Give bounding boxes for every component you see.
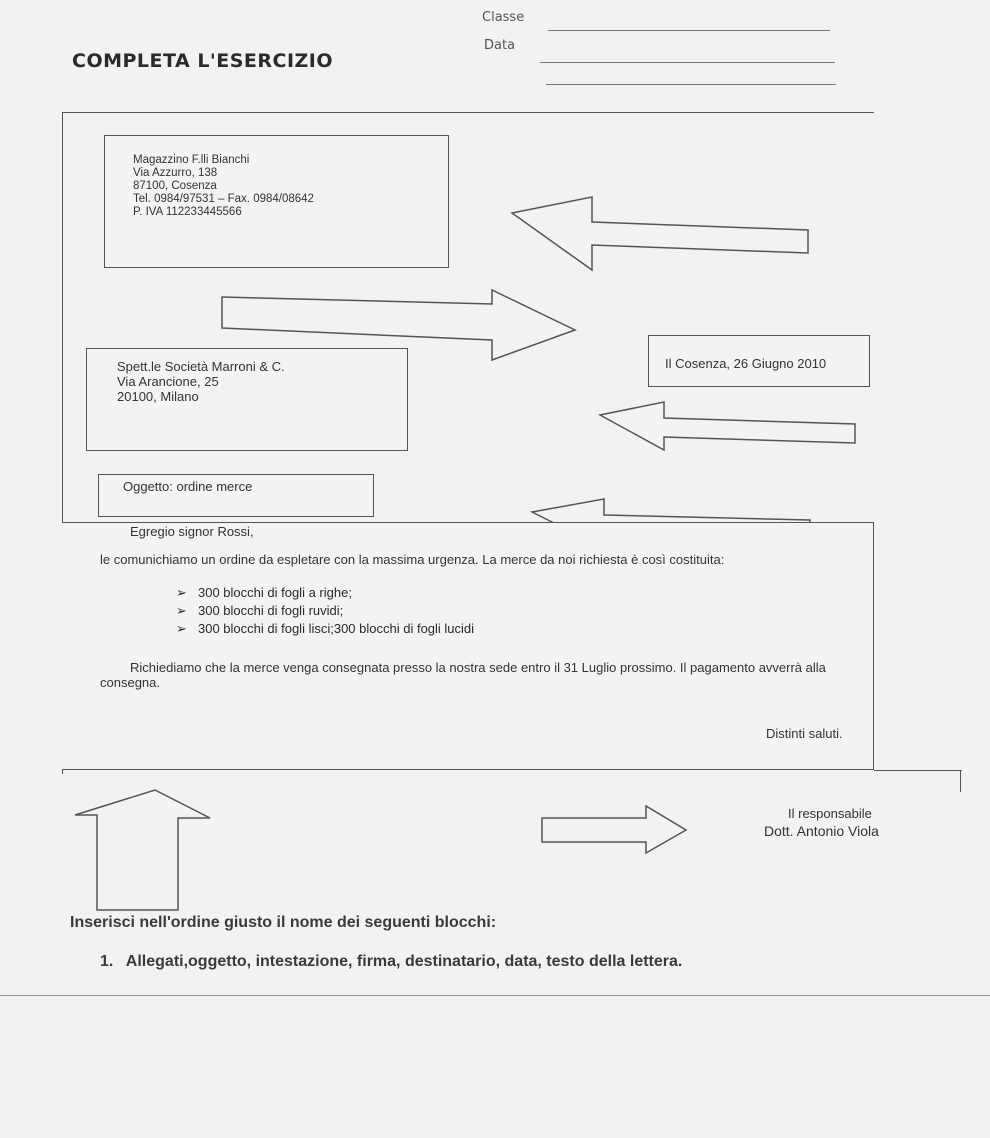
sender-line: 87100, Cosenza xyxy=(133,180,217,192)
bullet-arrow-icon: ➢ xyxy=(176,603,187,618)
letter-intro: le comunichiamo un ordine da espletare c… xyxy=(100,552,725,567)
subject-box: Oggetto: ordine merce xyxy=(98,474,374,517)
letter-body-box xyxy=(62,522,874,770)
list-item: ➢300 blocchi di fogli a righe; xyxy=(176,585,352,600)
instructions-item-text: Allegati,oggetto, intestazione, firma, d… xyxy=(125,953,683,970)
sender-line: Via Azzurro, 138 xyxy=(133,167,218,179)
classe-label: Classe xyxy=(482,10,525,25)
sender-line: Magazzino F.lli Bianchi xyxy=(133,154,250,166)
sender-line: P. IVA 112233445566 xyxy=(133,206,242,218)
letter-greeting: Egregio signor Rossi, xyxy=(130,524,254,539)
list-item: ➢300 blocchi di fogli ruvidi; xyxy=(176,603,344,618)
letter-top-border xyxy=(62,112,874,113)
letter-left-border xyxy=(62,112,63,774)
date-text: Il Cosenza, 26 Giugno 2010 xyxy=(665,356,827,371)
recipient-box: Spett.le Società Marroni & C. Via Aranci… xyxy=(86,348,408,451)
data-line xyxy=(540,62,835,63)
letter-bottom-border xyxy=(874,770,962,771)
instructions-item-number: 1. xyxy=(100,953,114,970)
classe-line xyxy=(548,30,830,31)
instructions-item: 1. Allegati,oggetto, intestazione, firma… xyxy=(100,953,682,971)
letter-saluti: Distinti saluti. xyxy=(766,726,843,741)
instructions-heading: Inserisci nell'ordine giusto il nome dei… xyxy=(70,914,497,931)
letter-closing-paragraph: Richiediamo che la merce venga consegnat… xyxy=(100,660,826,690)
letter-right-border xyxy=(960,770,961,792)
recipient-line: 20100, Milano xyxy=(117,389,199,404)
page-divider xyxy=(0,995,990,996)
sender-line: Tel. 0984/97531 – Fax. 0984/08642 xyxy=(133,193,314,205)
data-label: Data xyxy=(484,38,516,53)
page-title: COMPLETA L'ESERCIZIO xyxy=(72,50,334,72)
signature-role: Il responsabile xyxy=(788,806,872,821)
signature-name: Dott. Antonio Viola xyxy=(764,823,879,839)
recipient-line: Via Arancione, 25 xyxy=(117,374,219,389)
bullet-arrow-icon: ➢ xyxy=(176,585,187,600)
date-box: Il Cosenza, 26 Giugno 2010 xyxy=(648,335,870,387)
subject-text: Oggetto: ordine merce xyxy=(123,479,253,494)
data-line-2 xyxy=(546,84,836,85)
list-item: ➢300 blocchi di fogli lisci;300 blocchi … xyxy=(176,621,475,636)
sender-box: Magazzino F.lli Bianchi Via Azzurro, 138… xyxy=(104,135,449,268)
bullet-arrow-icon: ➢ xyxy=(176,621,187,636)
recipient-line: Spett.le Società Marroni & C. xyxy=(117,359,285,374)
